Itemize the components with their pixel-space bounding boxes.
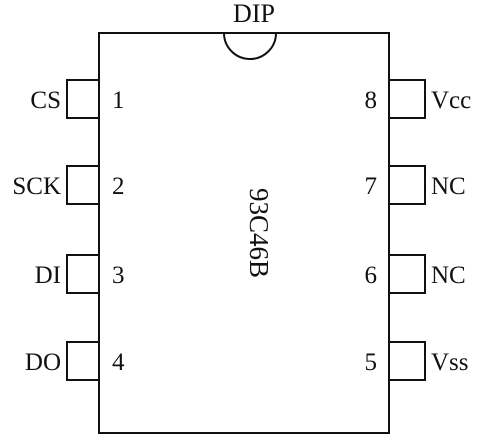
pin-4-name: DO (25, 349, 61, 376)
chip-name: 93C46B (244, 188, 274, 278)
pin-6-number: 6 (365, 262, 378, 289)
pin-2-name: SCK (12, 173, 61, 200)
pin-6-name: NC (431, 262, 466, 289)
pin-7-number: 7 (365, 173, 378, 200)
pin-4-number: 4 (112, 349, 125, 376)
pin-8-name: Vcc (431, 87, 471, 114)
left-pin-group: CS 1 SCK 2 DI 3 DO 4 (12, 79, 125, 381)
pin-2-number: 2 (112, 173, 125, 200)
pin-1-lead (66, 79, 100, 119)
pin-2-lead (66, 165, 100, 205)
pin-3-number: 3 (112, 262, 125, 289)
pin-3-lead (66, 254, 100, 294)
pin-8-number: 8 (365, 87, 378, 114)
pin-4-lead (66, 341, 100, 381)
pin-7-lead (388, 165, 426, 205)
pin-1-name: CS (30, 87, 61, 114)
pin-5-name: Vss (431, 349, 469, 376)
package-label: DIP (233, 0, 275, 28)
pin-6-lead (388, 254, 426, 294)
orientation-notch (223, 32, 277, 60)
pin-3-name: DI (35, 262, 61, 289)
pin-1-number: 1 (112, 87, 125, 114)
right-pin-group: Vcc 8 NC 7 NC 6 Vss 5 (365, 79, 471, 381)
pin-5-lead (388, 341, 426, 381)
pin-7-name: NC (431, 173, 466, 200)
pin-5-number: 5 (365, 349, 378, 376)
pin-8-lead (388, 79, 426, 119)
chip-body (98, 32, 390, 434)
